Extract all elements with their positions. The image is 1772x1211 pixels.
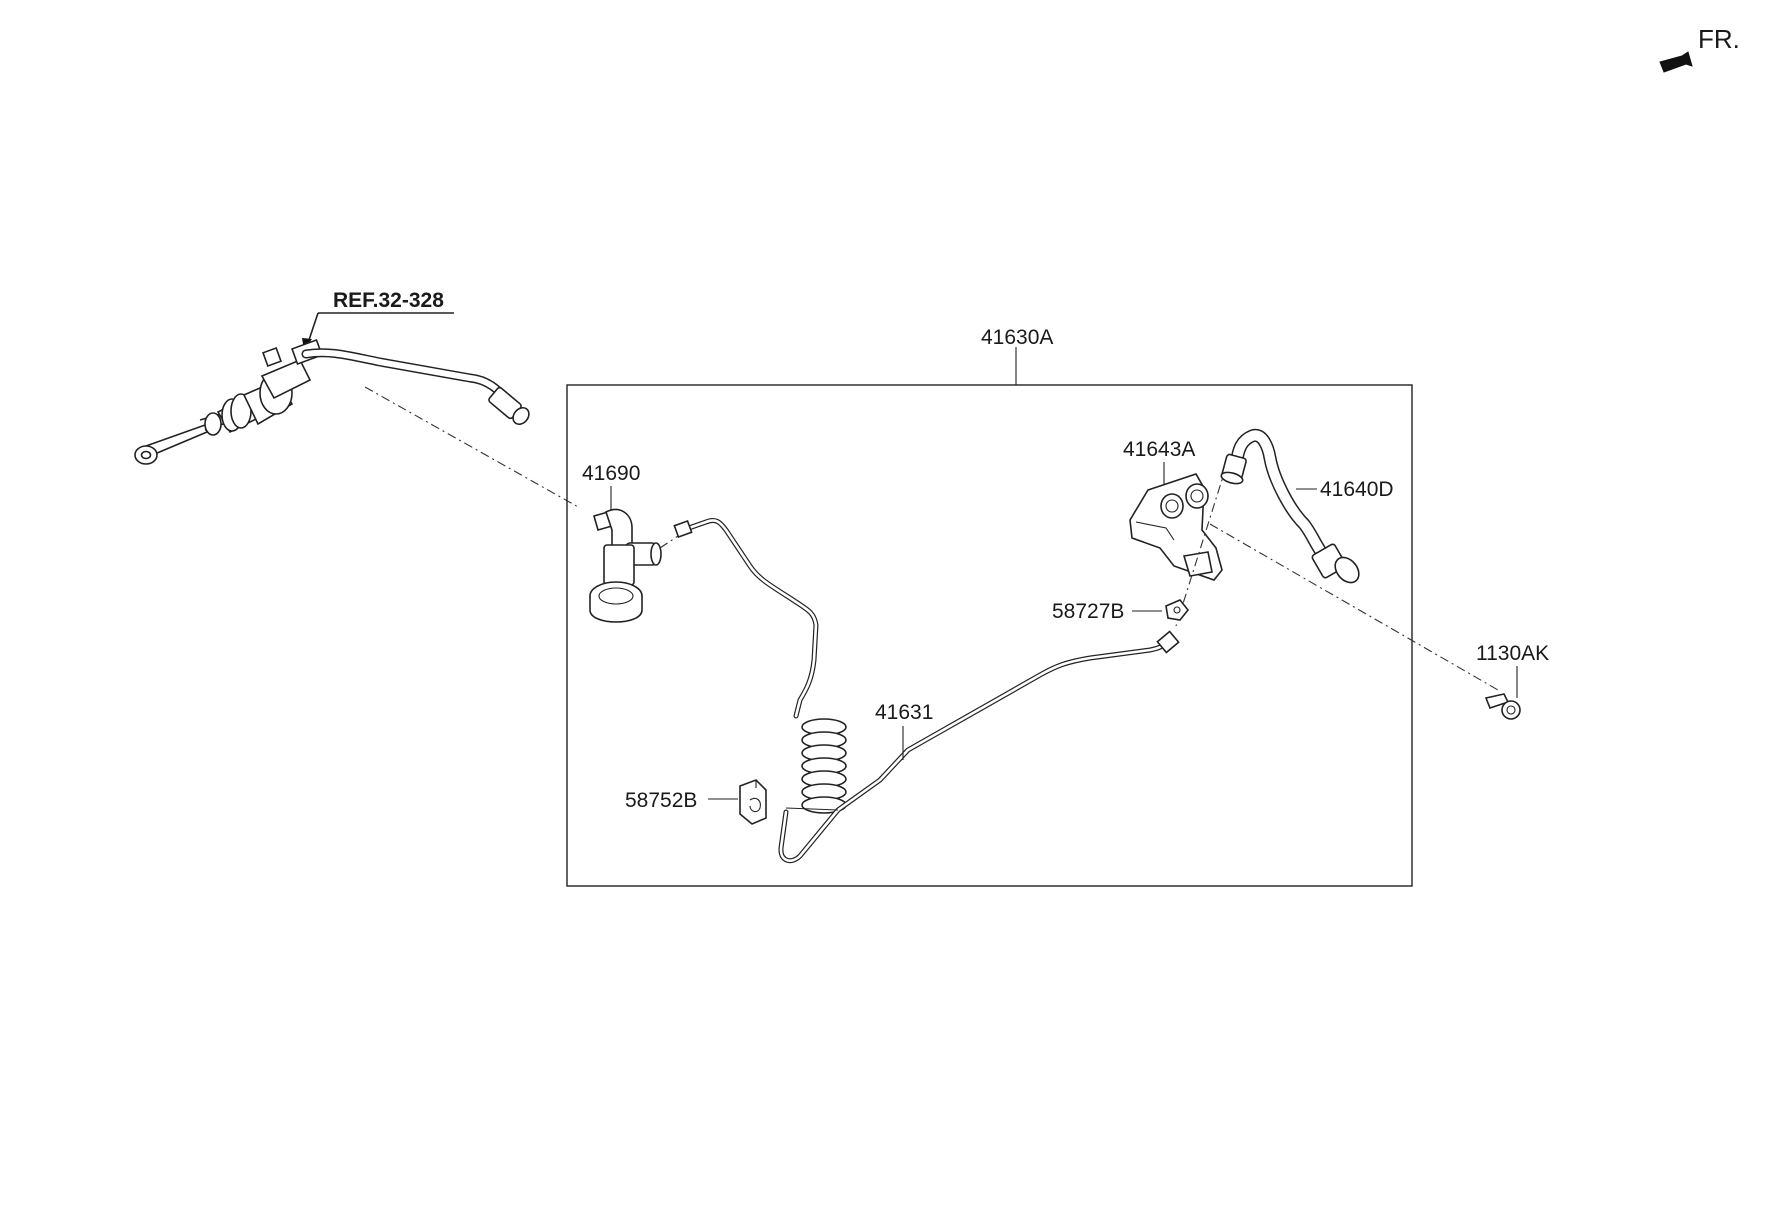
part-41643A-label: 41643A — [1123, 438, 1195, 461]
reference-label: REF.32-328 — [333, 289, 444, 312]
front-direction-arrow-icon — [1659, 51, 1693, 73]
assembly-box: 41630A — [566, 326, 1413, 887]
part-41690-label: 41690 — [582, 462, 640, 485]
part-58752B-label: 58752B — [625, 789, 697, 812]
part-58727B: 58727B — [1052, 599, 1190, 623]
reference-callout: REF.32-328 — [302, 289, 454, 350]
part-1130AK: 1130AK — [1476, 642, 1549, 720]
front-direction-label: FR. — [1698, 24, 1740, 54]
part-41640D-label: 41640D — [1320, 478, 1394, 501]
part-58752B: 58752B — [625, 779, 767, 825]
part-58727B-label: 58727B — [1052, 600, 1124, 623]
part-41640D: 41640D — [1220, 428, 1394, 584]
part-1130AK-label: 1130AK — [1476, 642, 1549, 665]
assembly-label: 41630A — [981, 326, 1053, 349]
part-41631: 41631 — [673, 517, 1180, 864]
clutch-master-cylinder-drawing — [134, 339, 581, 509]
part-41690: 41690 — [582, 462, 679, 623]
front-direction-marker: FR. — [1659, 24, 1740, 73]
part-41631-label: 41631 — [875, 701, 933, 724]
tube-coil — [801, 718, 847, 814]
part-41643A: 41643A — [1123, 438, 1499, 691]
